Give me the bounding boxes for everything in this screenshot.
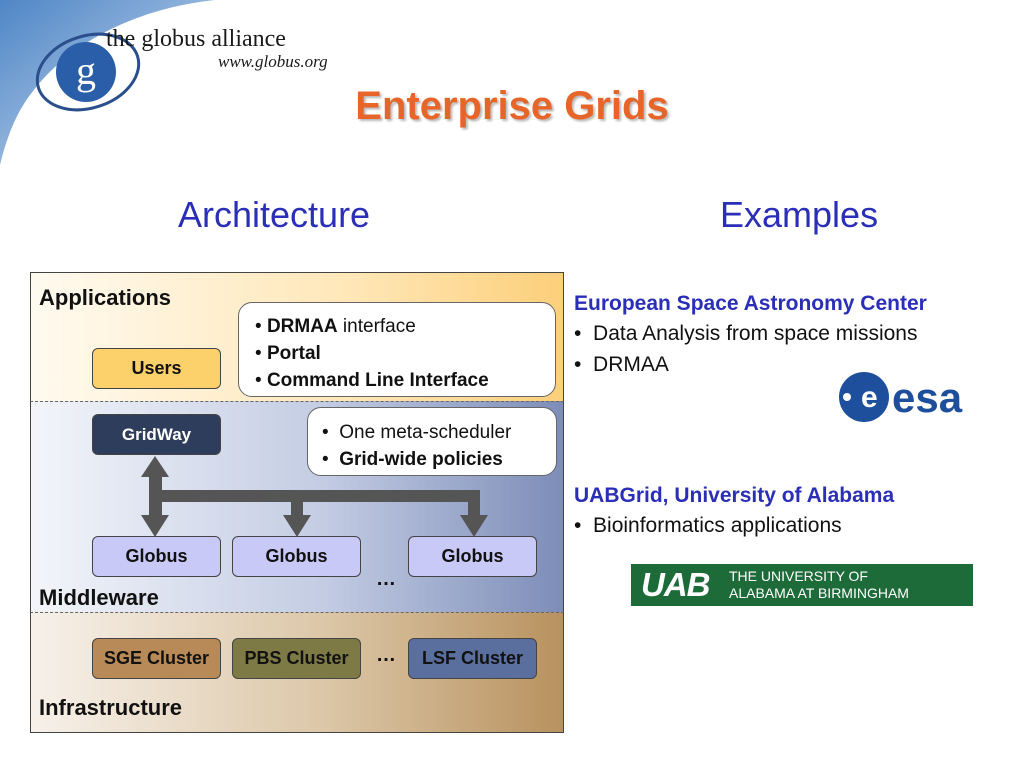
uab-logo: UAB THE UNIVERSITY OF ALABAMA AT BIRMING… xyxy=(631,564,973,606)
logo-glyph: g xyxy=(76,48,96,93)
pbs-cluster-box: PBS Cluster xyxy=(232,638,361,679)
gridway-box: GridWay xyxy=(92,414,221,455)
uab-logo-line1: THE UNIVERSITY OF xyxy=(729,568,868,584)
logo-url: www.globus.org xyxy=(218,52,328,71)
uab-logo-mark: UAB xyxy=(641,566,710,603)
globus-logo-icon: g xyxy=(35,32,141,112)
slide-title: Enterprise Grids xyxy=(355,84,669,128)
uab-heading: UABGrid, University of Alabama xyxy=(574,484,895,507)
arrow-up-gridway xyxy=(141,456,169,477)
globus-box-2: Globus xyxy=(232,536,361,577)
callout-item-policies: • Grid-wide policies xyxy=(322,449,503,470)
esac-item-2: • DRMAA xyxy=(574,353,669,376)
arrow-down-globus-1 xyxy=(141,515,169,537)
arrow-down-globus-2 xyxy=(283,515,311,537)
corner-swoosh xyxy=(0,0,215,165)
svg-text:e: e xyxy=(861,381,878,414)
users-box: Users xyxy=(92,348,221,389)
globus-ellipsis: … xyxy=(376,568,396,590)
esac-heading: European Space Astronomy Center xyxy=(574,292,927,315)
callout-item-cli: • Command Line Interface xyxy=(255,370,489,391)
esa-logo-text: esa xyxy=(892,374,963,421)
middleware-callout: • One meta-scheduler • Grid-wide policie… xyxy=(307,407,557,476)
callout-item-drmaa: • DRMAA interface xyxy=(255,316,416,337)
examples-heading: Examples xyxy=(720,194,879,235)
middleware-label: Middleware xyxy=(39,585,159,610)
globus-box-3: Globus xyxy=(408,536,537,577)
lsf-cluster-box: LSF Cluster xyxy=(408,638,537,679)
uab-logo-line2: ALABAMA AT BIRMINGHAM xyxy=(729,585,909,601)
uab-item-1: • Bioinformatics applications xyxy=(574,514,842,537)
globus-box-1: Globus xyxy=(92,536,221,577)
callout-item-scheduler: • One meta-scheduler xyxy=(322,422,512,443)
logo-name: the globus alliance xyxy=(106,26,286,52)
esa-logo-icon: e esa xyxy=(839,372,963,422)
architecture-heading: Architecture xyxy=(178,194,371,235)
arrow-down-globus-3 xyxy=(460,515,488,537)
app-callout: • DRMAA interface • Portal • Command Lin… xyxy=(238,302,556,397)
esac-item-1: • Data Analysis from space missions xyxy=(574,322,918,345)
callout-item-portal: • Portal xyxy=(255,343,321,364)
infrastructure-label: Infrastructure xyxy=(39,695,183,720)
sge-cluster-box: SGE Cluster xyxy=(92,638,221,679)
cluster-ellipsis: … xyxy=(376,644,396,666)
applications-label: Applications xyxy=(39,285,172,310)
